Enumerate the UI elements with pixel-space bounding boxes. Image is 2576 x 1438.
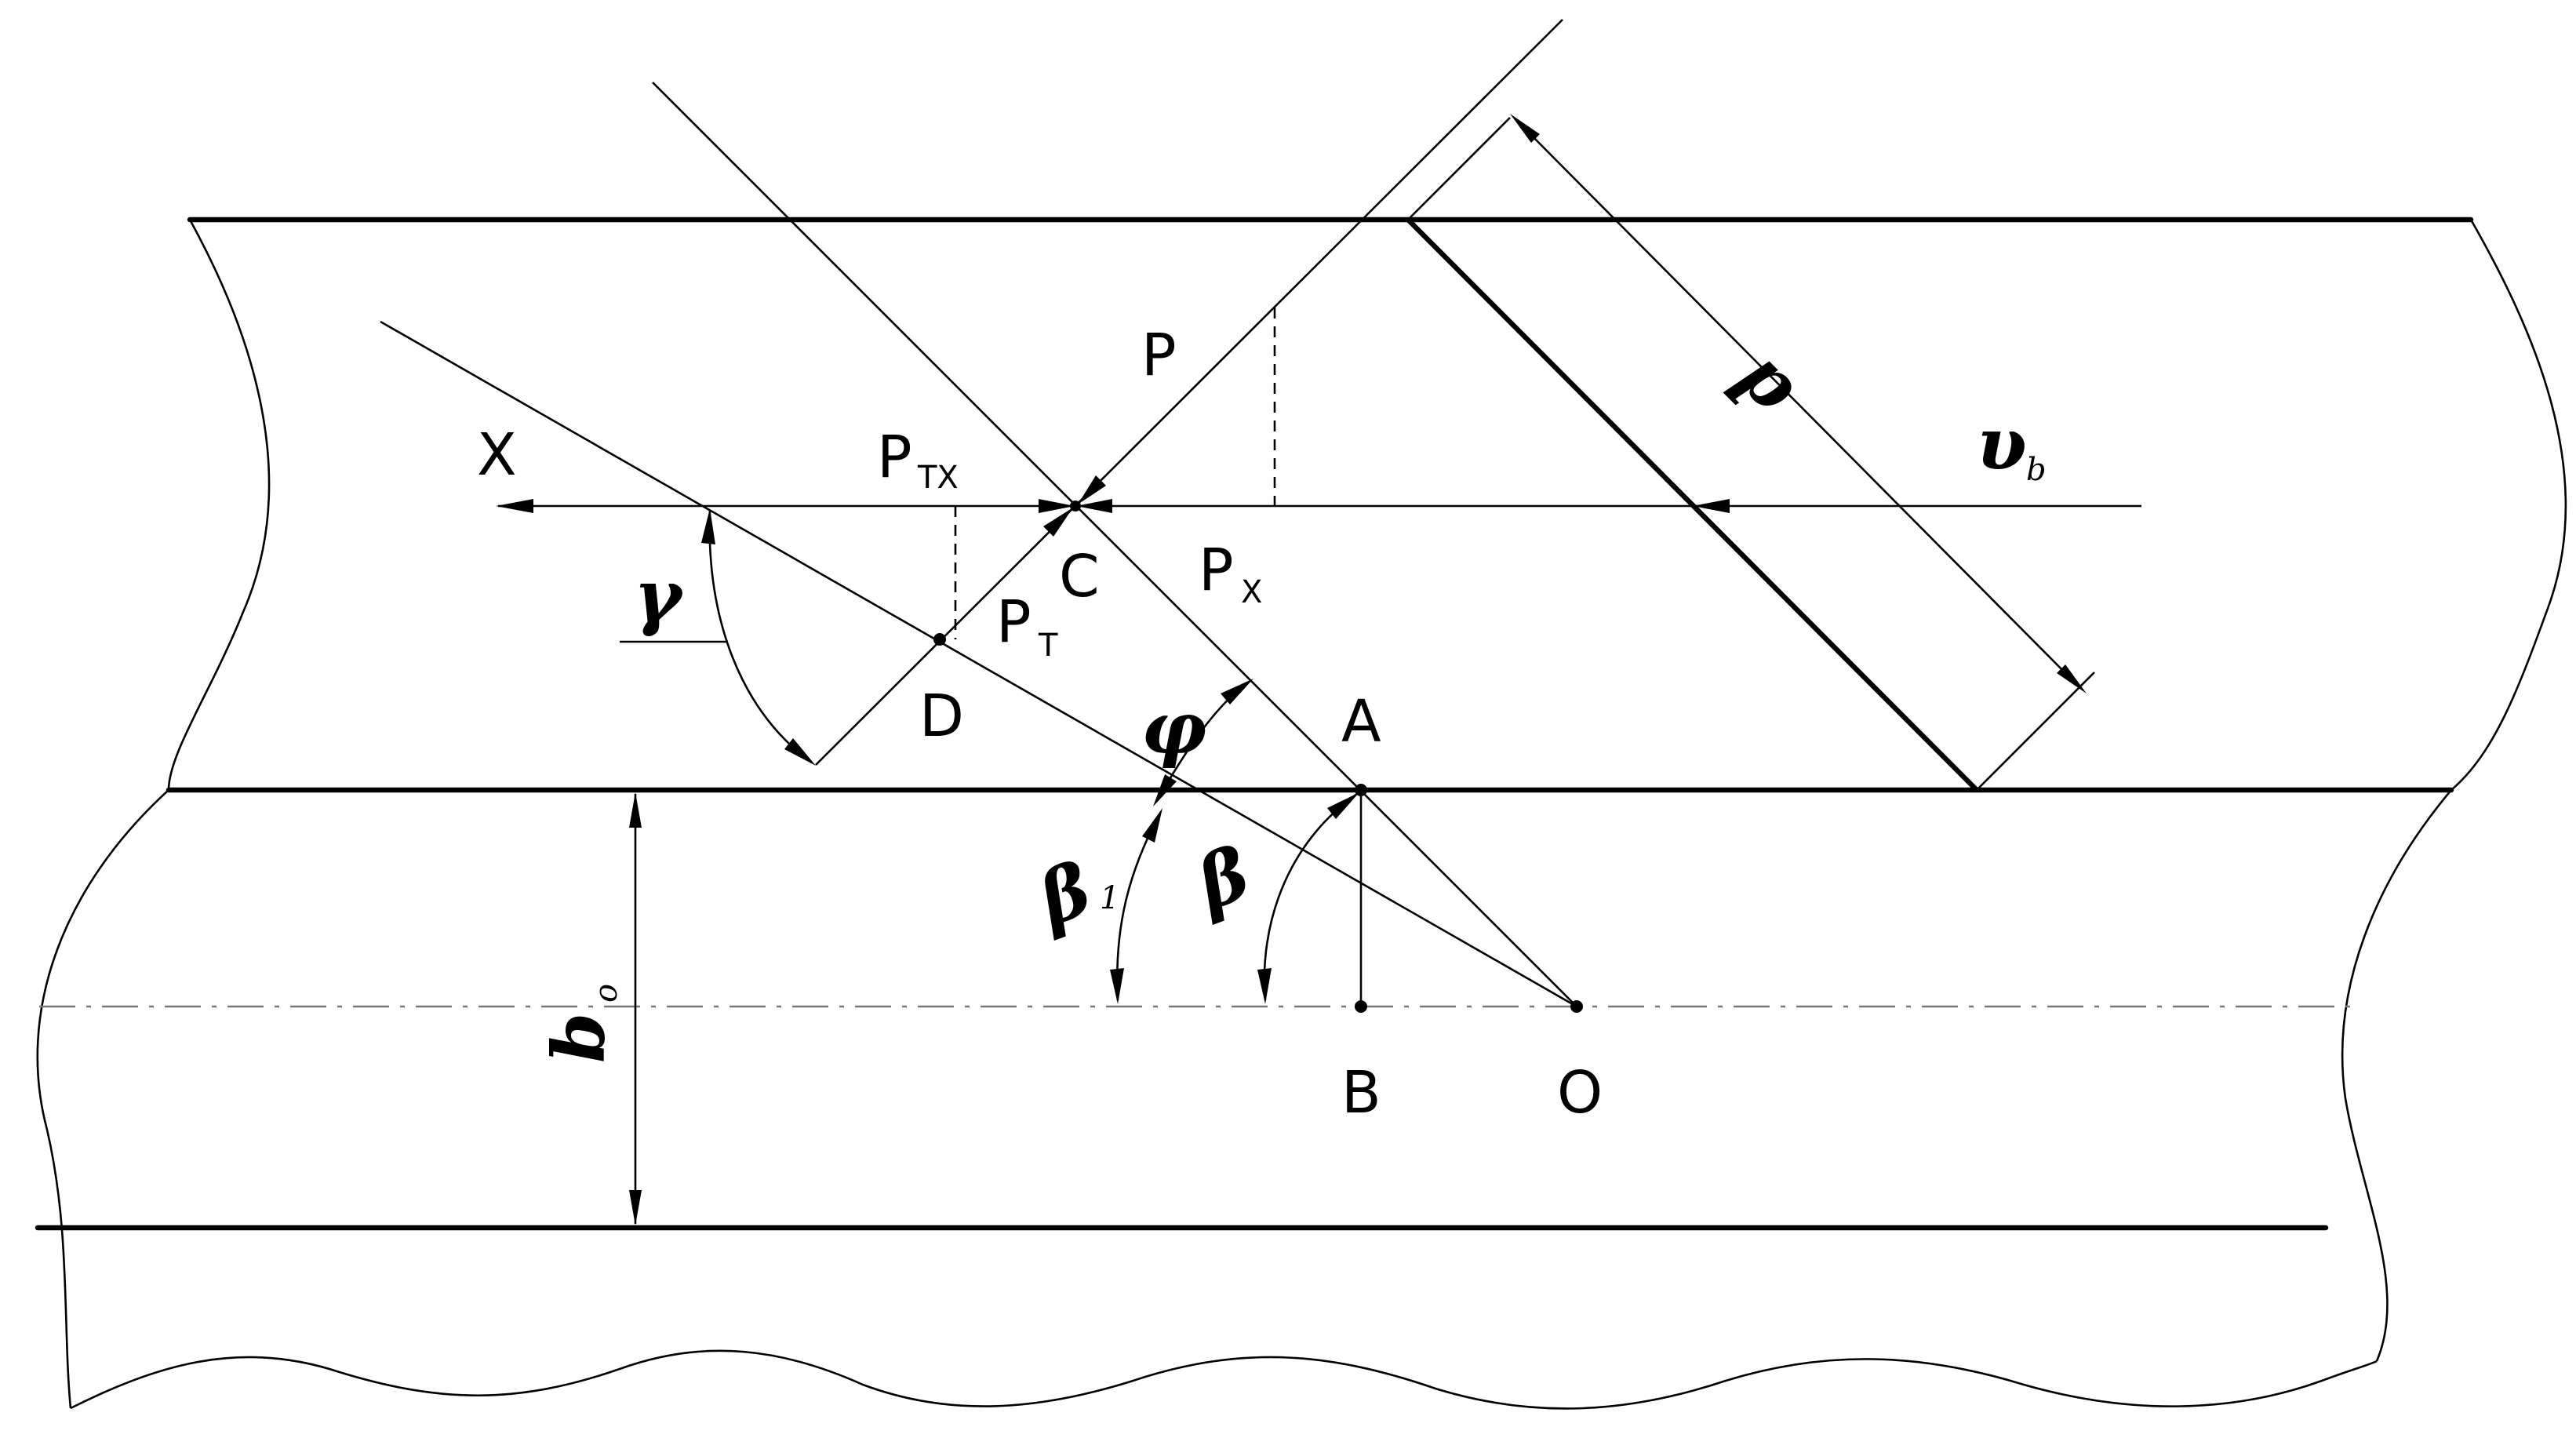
point-O-dot <box>1570 1000 1583 1013</box>
force-line-P <box>815 19 1563 766</box>
beta1-arc <box>1115 814 1161 1001</box>
bottom-break-edge <box>70 1349 2378 1410</box>
label-B: B <box>1341 1059 1381 1127</box>
label-b0: b <box>537 1013 621 1063</box>
d-extension-bottom <box>1976 672 2095 791</box>
line-through-D-O <box>380 320 1577 1008</box>
gamma-arrow-top <box>701 508 715 544</box>
label-v-sub: b <box>2026 452 2047 488</box>
Ptx-arrowhead <box>1039 499 1075 513</box>
d-extension-top <box>1407 117 1511 220</box>
d-dimension-line <box>1521 125 2076 683</box>
label-b0-sub: o <box>588 984 624 1003</box>
Pt-arrowhead <box>1043 508 1073 537</box>
label-Ptx-sub: TX <box>917 460 959 496</box>
label-P: P <box>1141 322 1177 389</box>
beta1-arrow-bottom <box>1110 968 1124 1004</box>
label-beta1-sub: 1 <box>1100 880 1119 916</box>
gamma-arc <box>708 509 810 763</box>
label-Ptx: P <box>877 424 912 491</box>
label-gamma: γ <box>634 554 685 639</box>
left-break-edge-top <box>167 219 271 791</box>
beta-arrow-top <box>1327 792 1359 819</box>
label-D: D <box>919 683 964 750</box>
b0-arrow-bottom <box>629 1190 642 1225</box>
tool-edge-line <box>1405 217 1980 793</box>
label-Pt: P <box>996 588 1031 656</box>
left-break-edge-bottom <box>36 789 169 1409</box>
label-d: d <box>1713 340 1809 436</box>
label-v: υ <box>1977 402 2027 486</box>
label-Pt-sub: T <box>1038 628 1058 664</box>
beta-arrow-bottom <box>1257 968 1272 1004</box>
label-Px-sub: X <box>1241 574 1262 610</box>
label-beta1: β <box>1026 846 1102 942</box>
v-arrowhead <box>1693 499 1730 513</box>
right-break-edge-bottom <box>2341 789 2452 1362</box>
point-C-dot <box>1070 501 1081 511</box>
d-arrow-bottom <box>2057 664 2087 694</box>
label-Px: P <box>1199 537 1234 604</box>
label-A: A <box>1341 688 1381 755</box>
label-phi: φ <box>1141 686 1206 770</box>
Px-arrowhead <box>1076 499 1112 513</box>
P-arrowhead <box>1078 475 1106 504</box>
label-C: C <box>1059 543 1100 610</box>
label-beta: β <box>1184 830 1261 927</box>
gamma-arrow-bottom <box>784 738 816 766</box>
b0-arrow-top <box>629 792 642 828</box>
beta-arc <box>1263 792 1358 1001</box>
beta1-arrow-top <box>1142 808 1162 843</box>
line-through-C-A-O <box>652 82 1577 1007</box>
label-O: O <box>1557 1059 1603 1127</box>
d-arrow-top <box>1510 114 1540 143</box>
X-arrowhead <box>496 499 533 513</box>
label-X: X <box>477 421 517 489</box>
phi-arrow-upper <box>1221 679 1253 704</box>
phi-arrow-lower <box>1153 774 1177 806</box>
point-B-dot <box>1355 1000 1367 1013</box>
right-break-edge-top <box>2450 219 2567 791</box>
point-D-dot <box>933 633 946 646</box>
